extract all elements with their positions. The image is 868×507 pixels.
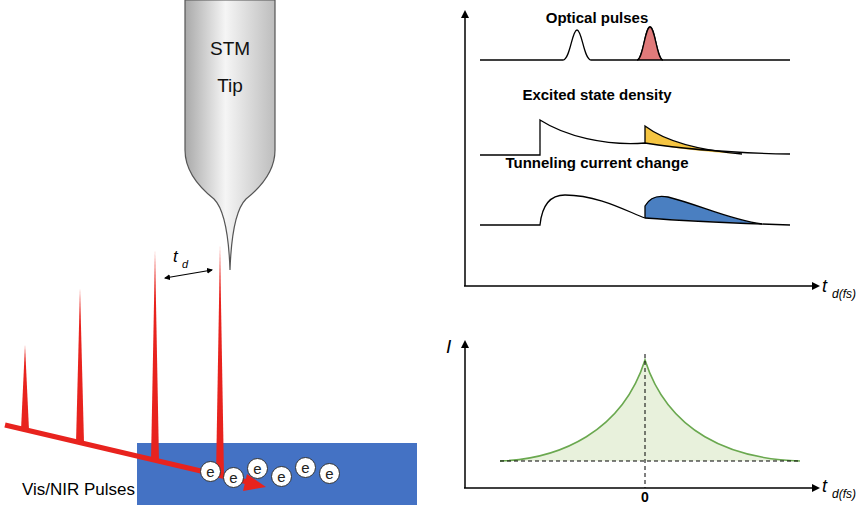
electron: e: [223, 467, 244, 488]
tip-label: STM Tip: [210, 31, 250, 103]
electron: e: [319, 463, 340, 484]
electron-label: e: [301, 459, 309, 476]
excited-trace: [480, 120, 790, 155]
delay-symbol: t: [173, 247, 178, 267]
stm-tip: [185, 0, 275, 270]
electron-label: e: [206, 463, 214, 480]
probe-pulse: [637, 27, 663, 60]
correlation-curve: [500, 360, 800, 461]
axis: [464, 285, 818, 287]
electron-label: e: [253, 460, 261, 477]
excited-trace: [645, 126, 742, 154]
current-trace: [480, 195, 790, 225]
trace-title: Optical pulses: [546, 9, 649, 26]
tip-label-box: STM Tip: [185, 15, 275, 120]
pulse-spike: [76, 288, 84, 443]
axis-label: t: [822, 276, 827, 297]
trace-title: Tunneling current change: [505, 154, 688, 171]
electron-label: e: [277, 468, 285, 485]
pulse-spike: [216, 245, 224, 476]
electron-label: e: [325, 465, 333, 482]
axis-label: I: [446, 336, 451, 358]
electron: e: [200, 461, 221, 482]
pulse-trace: [480, 27, 790, 60]
electron: e: [295, 457, 316, 478]
baseline: [500, 461, 800, 462]
laser-beam: [5, 425, 252, 483]
beam-label: Vis/NIR Pulses: [22, 480, 135, 500]
axis-subscript: d(fs): [832, 288, 856, 302]
current-trace: [645, 196, 762, 224]
pulse-spike: [21, 345, 29, 430]
delay-subscript: d: [182, 258, 188, 271]
correlation-curve: [500, 360, 800, 461]
axis: [464, 487, 818, 489]
axis: [464, 342, 466, 488]
delay-arrow: [165, 270, 212, 278]
trace-title: Excited state density: [522, 86, 671, 103]
axis-label: t: [822, 476, 827, 497]
zero-line: [645, 354, 646, 488]
electron: e: [271, 466, 292, 487]
axis: [464, 12, 466, 286]
electron-label: e: [229, 469, 237, 486]
axis-subscript: d(fs): [832, 488, 856, 502]
electron: e: [247, 458, 268, 479]
pulse-spike: [151, 250, 159, 461]
sample: [137, 443, 417, 505]
excited-fill: [645, 126, 742, 154]
tick-label: 0: [641, 489, 649, 505]
